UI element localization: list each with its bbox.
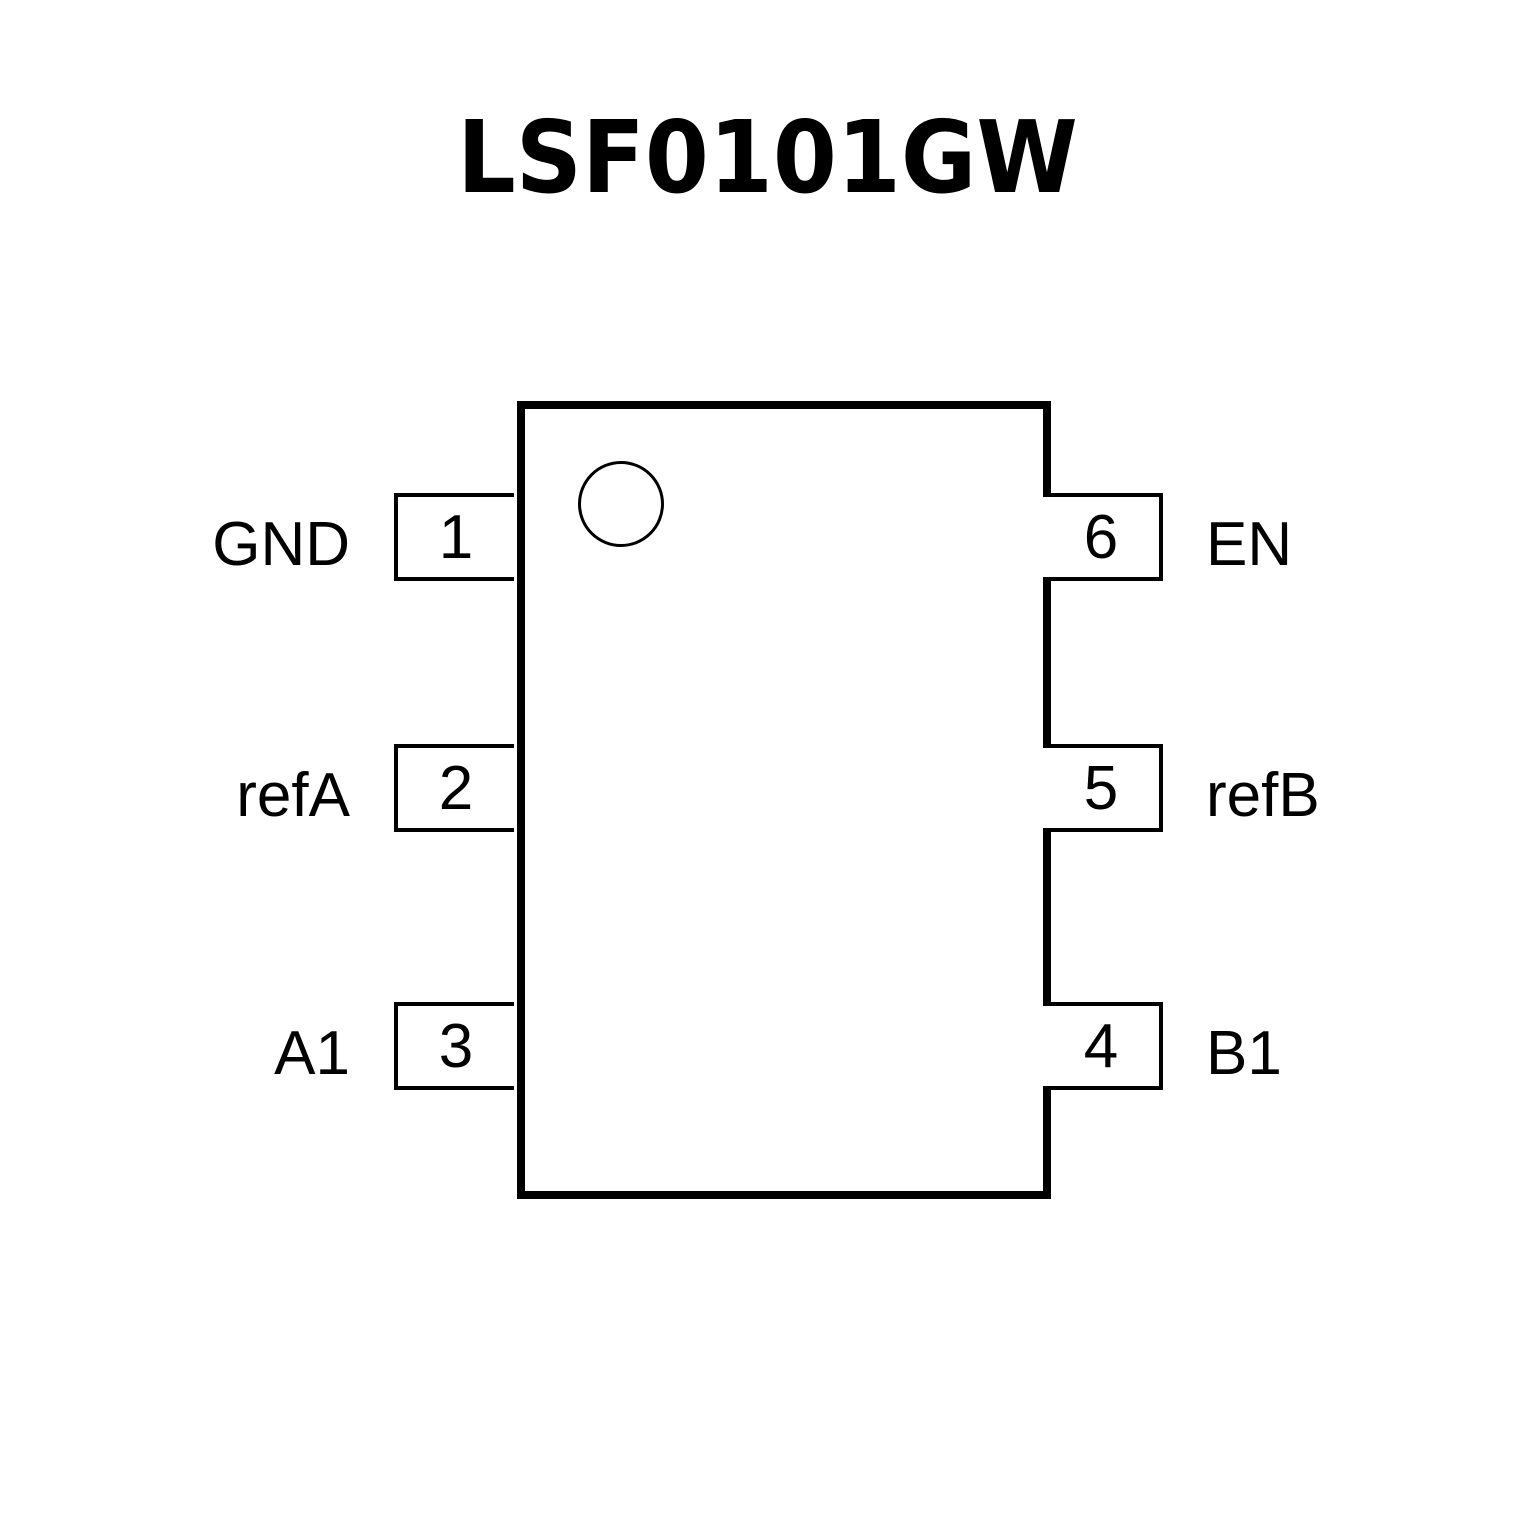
pin-number: 1 [438, 502, 474, 572]
pin-number: 4 [1083, 1011, 1119, 1081]
pin-6-box: 6 [1043, 493, 1163, 581]
pin-number: 2 [438, 753, 474, 823]
pin-4-label: B1 [1206, 1019, 1282, 1088]
pin-2-box: 2 [394, 744, 514, 832]
part-number-title: LSF0101GW [457, 99, 1078, 216]
pin-3-box: 3 [394, 1002, 514, 1090]
pin-5-box: 5 [1043, 744, 1163, 832]
pin-number: 3 [438, 1011, 474, 1081]
pin-4-box: 4 [1043, 1002, 1163, 1090]
pin1-indicator-dot [578, 461, 664, 547]
pin-1-label: GND [212, 510, 350, 579]
pin-5-label: refB [1206, 761, 1320, 830]
pin-2-label: refA [236, 761, 350, 830]
pin-6-label: EN [1206, 510, 1293, 579]
pin-number: 6 [1083, 502, 1119, 572]
pin-3-label: A1 [274, 1019, 350, 1088]
pin-number: 5 [1083, 753, 1119, 823]
pin-1-box: 1 [394, 493, 514, 581]
